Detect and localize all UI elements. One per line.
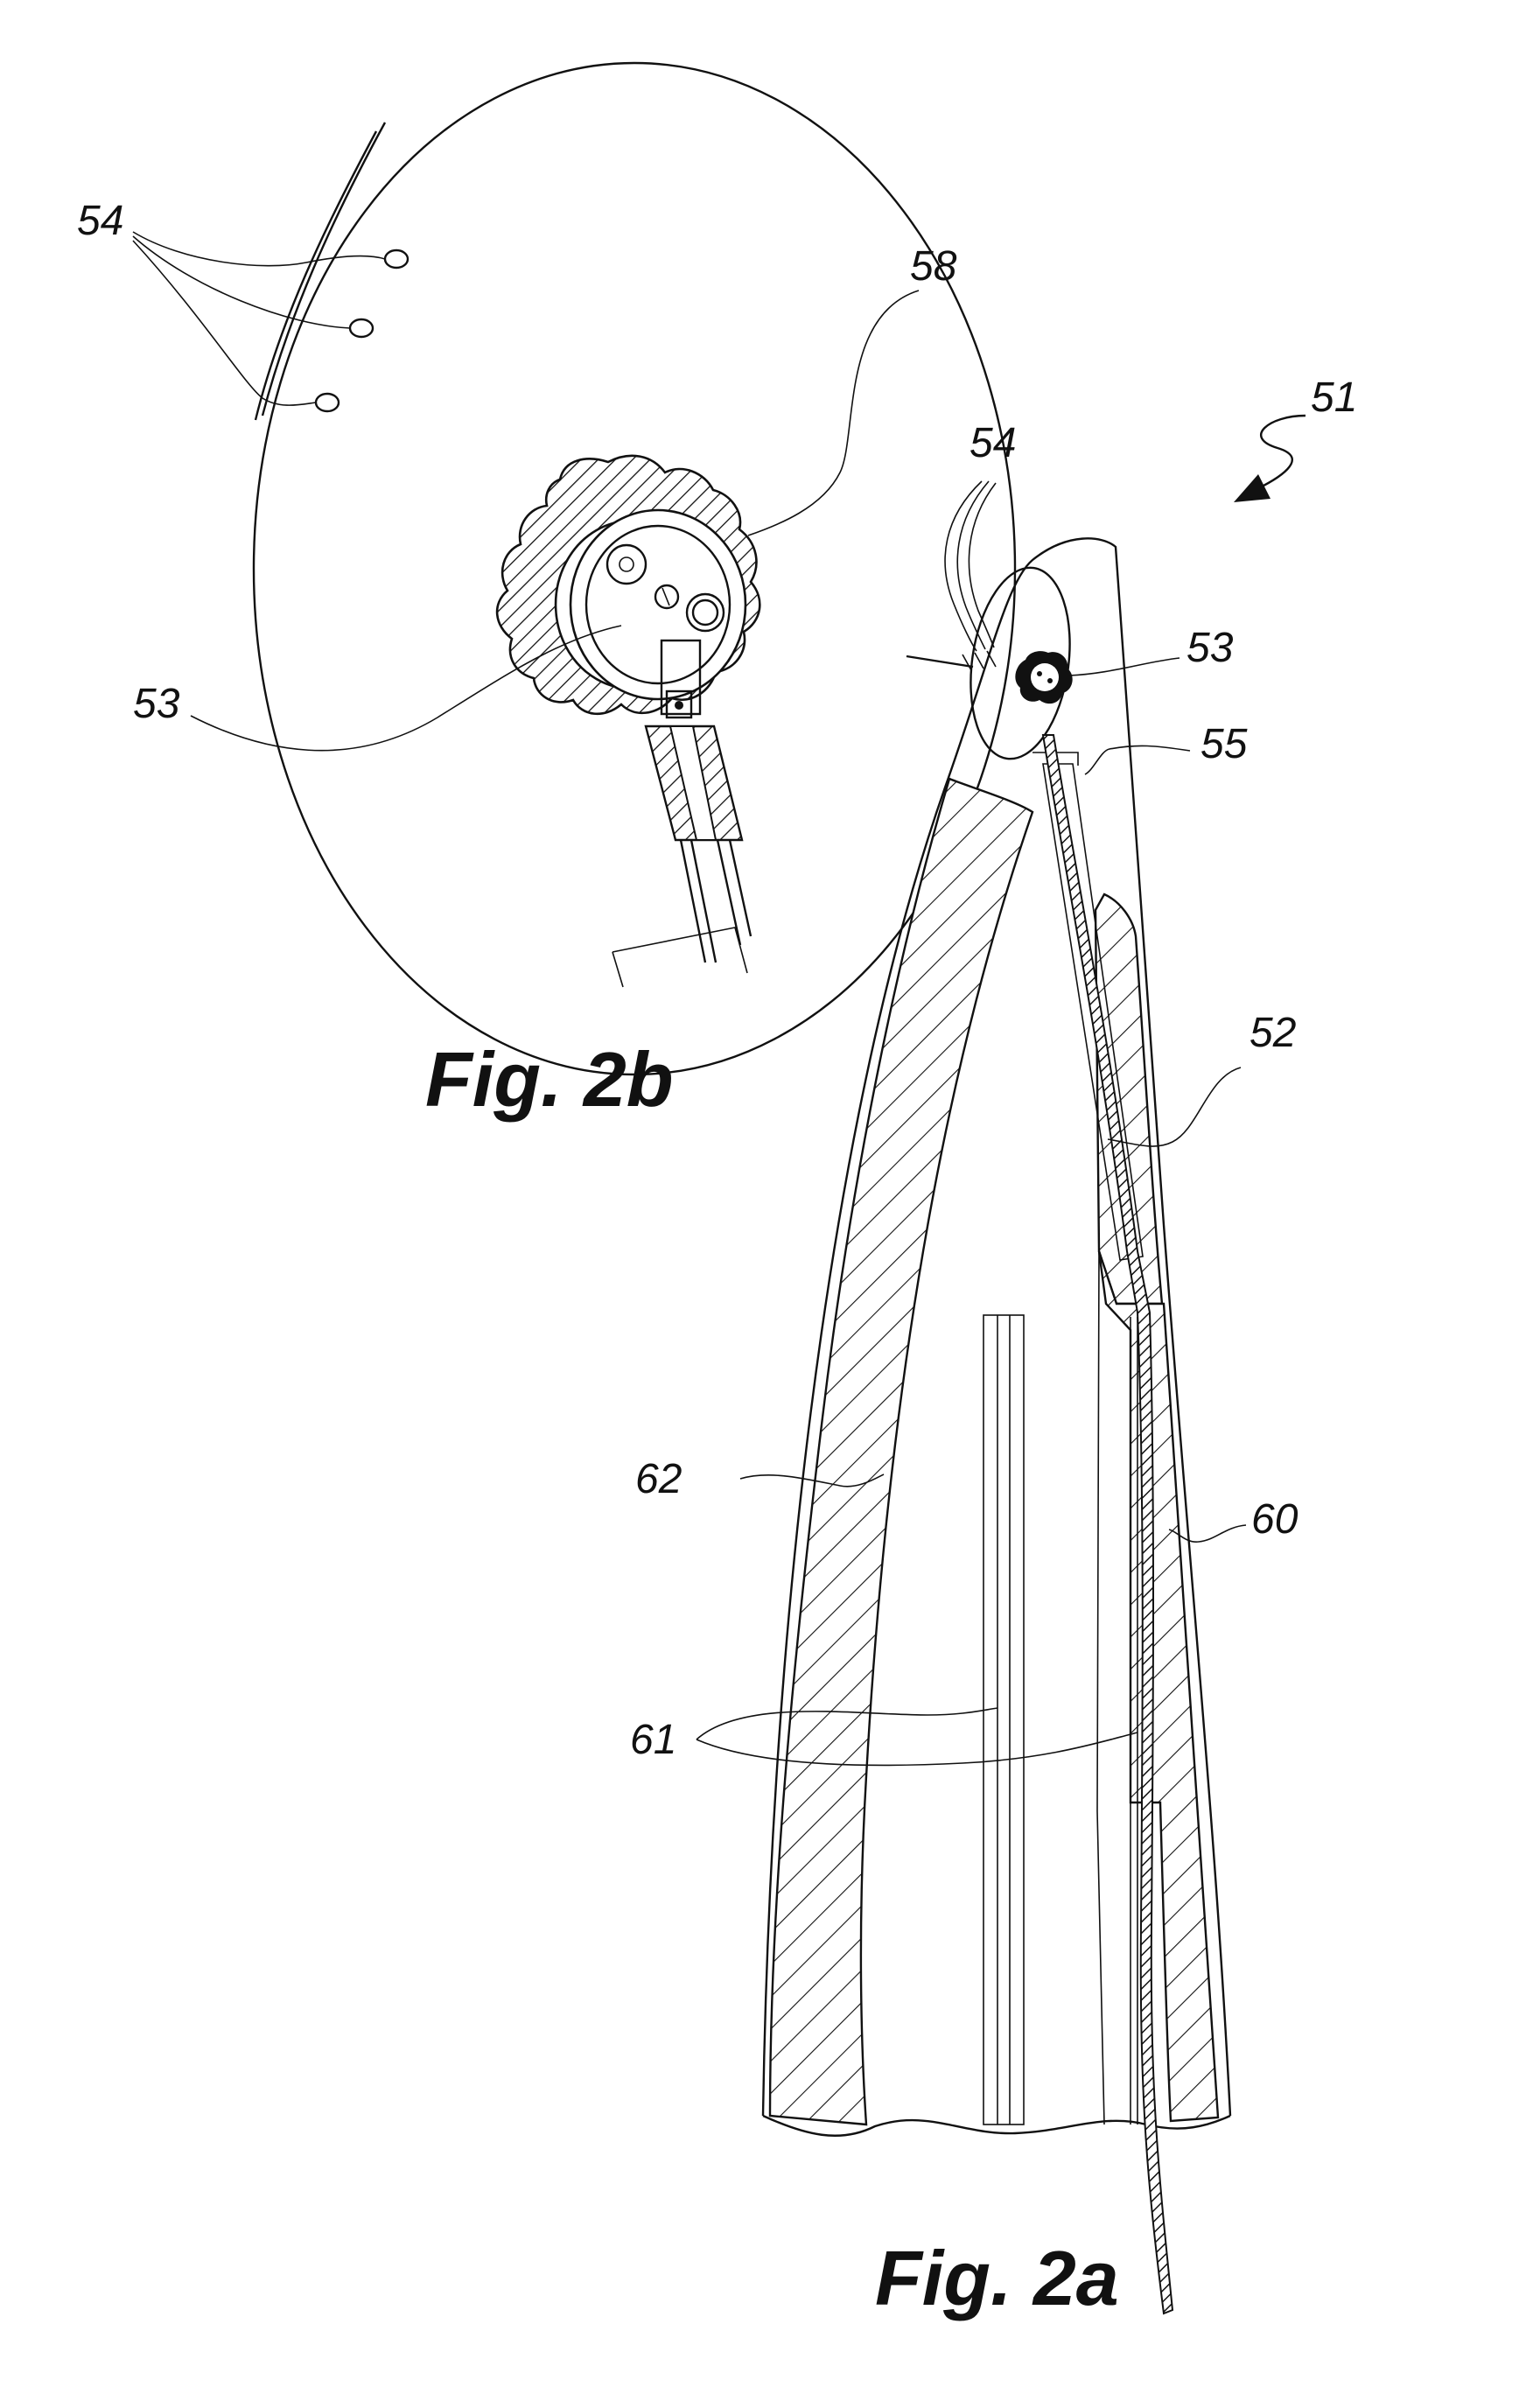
label-62: 62 (635, 1456, 682, 1502)
leader-55 (1085, 746, 1190, 774)
detail-electrode-1 (385, 250, 408, 268)
label-60: 60 (1251, 1496, 1298, 1543)
tip-wires (945, 481, 996, 651)
label-52: 52 (1250, 1010, 1296, 1056)
leader-58 (748, 290, 919, 536)
detail-view-2b (133, 63, 1015, 1074)
detail-electrode-2 (350, 319, 373, 337)
leader-61-b (696, 1732, 1138, 1765)
leader-60 (1169, 1525, 1246, 1542)
figure-caption-2a: Fig. 2a (875, 2235, 1119, 2321)
detail-connector-dot (675, 701, 683, 710)
detail-electrode-3 (316, 394, 339, 411)
right-boundary (1097, 1251, 1104, 2124)
label-51: 51 (1311, 374, 1357, 421)
label-54-main: 54 (970, 420, 1016, 466)
detail-carrier-line (262, 122, 385, 416)
label-55: 55 (1200, 721, 1248, 767)
label-61: 61 (630, 1717, 676, 1763)
label-58: 58 (910, 243, 957, 290)
detail-link-line (906, 656, 973, 667)
tip-sensor (1015, 651, 1072, 704)
label-53-detail: 53 (133, 681, 180, 727)
tip-electrodes (962, 651, 996, 670)
detail-tube (681, 840, 751, 962)
left-hatched-strip (770, 779, 1032, 2124)
label-54-detail: 54 (77, 198, 123, 244)
label-53-main: 53 (1186, 625, 1234, 671)
detail-bracket (612, 928, 747, 987)
guide-rail-61 (984, 1315, 1024, 2124)
arrow-51-head (1234, 474, 1270, 502)
figure-caption-2b: Fig. 2b (425, 1036, 674, 1123)
